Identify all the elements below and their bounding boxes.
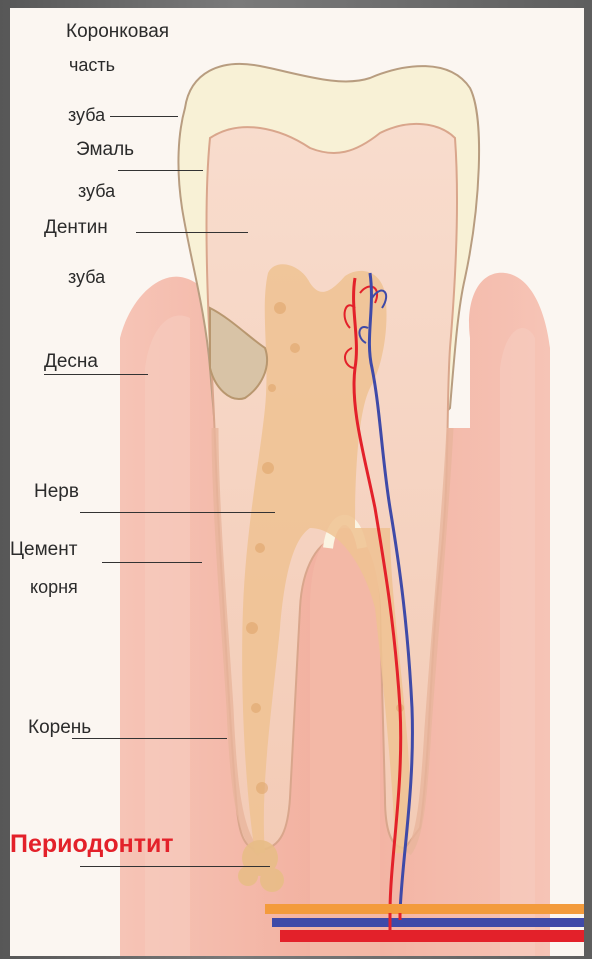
label-enamel-line1: Эмаль bbox=[76, 138, 134, 161]
label-cement-line2: корня bbox=[30, 576, 78, 599]
leader-periodontitis bbox=[80, 866, 270, 867]
label-crown-line1: Коронковая bbox=[66, 20, 169, 43]
gum-inner bbox=[145, 315, 190, 956]
label-periodontitis: Периодонтит bbox=[10, 830, 174, 858]
vessel-orange bbox=[265, 904, 584, 914]
label-cement-line1: Цемент bbox=[10, 538, 77, 561]
leader-dentin bbox=[136, 232, 248, 233]
leader-nerve bbox=[80, 512, 275, 513]
label-nerve: Нерв bbox=[34, 480, 79, 503]
furcation bbox=[310, 528, 380, 956]
label-gum: Десна bbox=[44, 350, 98, 373]
label-crown-line2: часть bbox=[69, 54, 115, 77]
leader-root bbox=[72, 738, 227, 739]
leader-crown bbox=[110, 116, 178, 117]
label-crown-line3: зуба bbox=[68, 104, 105, 127]
label-dentin-line2: зуба bbox=[68, 266, 105, 289]
diagram-panel: Коронковая часть зуба Эмаль зуба Дентин … bbox=[10, 8, 584, 956]
leader-enamel bbox=[118, 170, 203, 171]
label-root: Корень bbox=[28, 716, 91, 739]
gum-inner-right bbox=[500, 328, 535, 956]
leader-cement bbox=[102, 562, 202, 563]
label-enamel-line2: зуба bbox=[78, 180, 115, 203]
vessel-blue bbox=[272, 918, 584, 927]
vessel-red bbox=[280, 930, 584, 942]
leader-gum bbox=[44, 374, 148, 375]
label-dentin-line1: Дентин bbox=[44, 216, 108, 239]
